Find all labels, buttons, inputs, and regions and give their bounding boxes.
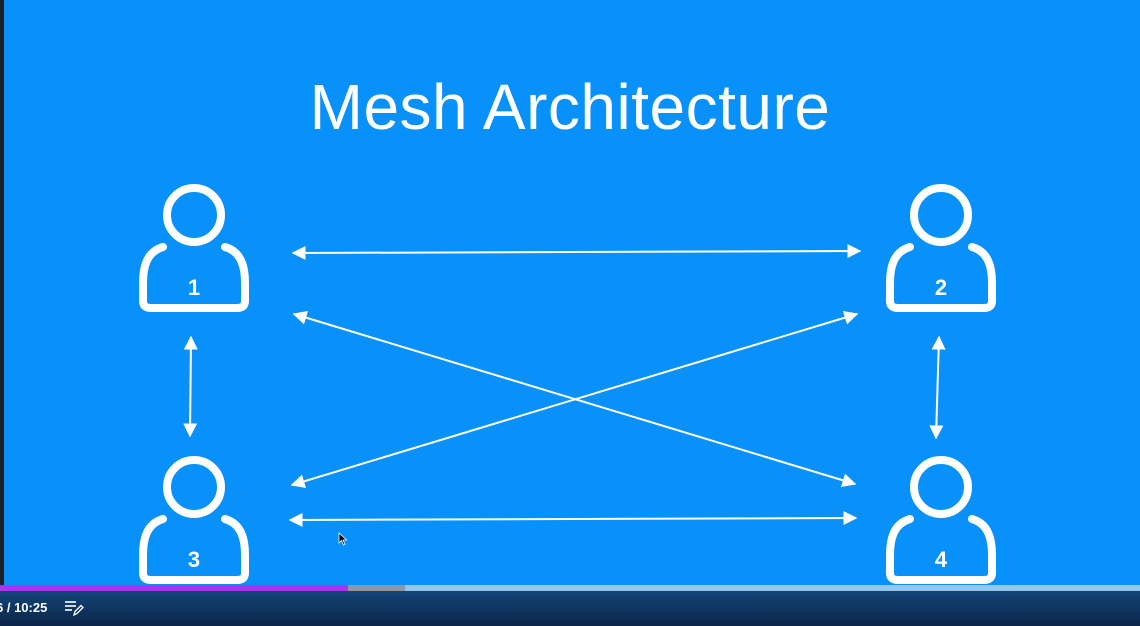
user-body-icon bbox=[886, 515, 996, 584]
user-node-1: 1 bbox=[139, 184, 249, 312]
node-label-3: 3 bbox=[188, 547, 200, 572]
progress-bar[interactable] bbox=[0, 585, 1140, 591]
link-1-2-arrow bbox=[291, 244, 862, 260]
user-body-icon bbox=[886, 243, 996, 312]
mesh-diagram: 1 2 3 4 bbox=[139, 184, 996, 584]
user-node-2: 2 bbox=[886, 184, 996, 312]
node-label-1: 1 bbox=[188, 275, 200, 300]
progress-played bbox=[0, 585, 348, 591]
link-3-4-arrow bbox=[288, 511, 858, 527]
mouse-pointer-icon bbox=[338, 532, 348, 546]
link-2-3-arrow bbox=[290, 310, 859, 489]
node-label-2: 2 bbox=[935, 275, 947, 300]
node-label-4: 4 bbox=[935, 547, 948, 572]
user-head-icon bbox=[163, 184, 225, 246]
user-head-icon bbox=[910, 184, 972, 246]
user-body-icon bbox=[139, 243, 249, 312]
slide-title: Mesh Architecture bbox=[309, 71, 831, 143]
time-display: 6 / 10:25 bbox=[0, 600, 48, 615]
transcript-edit-icon[interactable] bbox=[64, 599, 84, 617]
user-node-3: 3 bbox=[139, 456, 249, 584]
user-head-icon bbox=[910, 456, 972, 518]
player-control-bar: 6 / 10:25 bbox=[0, 591, 1140, 626]
slide: Mesh Architecture 1 bbox=[0, 0, 1140, 590]
user-body-icon bbox=[139, 515, 249, 584]
user-head-icon bbox=[163, 456, 225, 518]
frame-edge bbox=[0, 0, 4, 590]
link-2-4-arrow bbox=[929, 335, 946, 440]
user-node-4: 4 bbox=[886, 456, 996, 584]
link-1-3-arrow bbox=[183, 335, 198, 438]
